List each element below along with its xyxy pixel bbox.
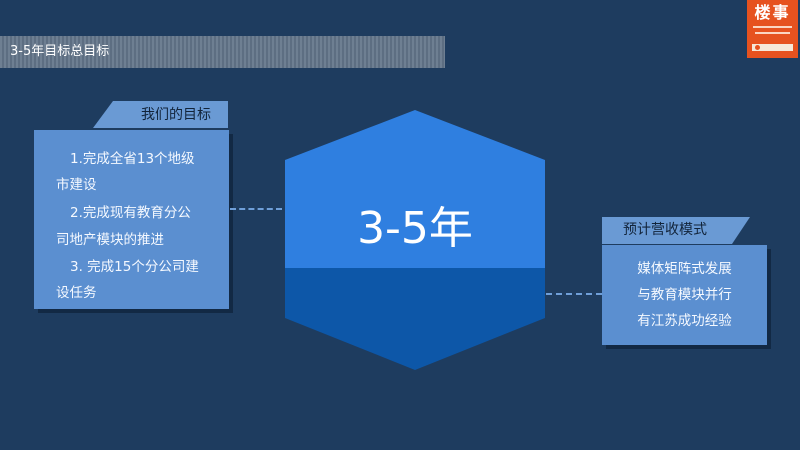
page-title: 3-5年目标总目标 (10, 44, 110, 59)
revenue-line: 媒体矩阵式发展 (637, 261, 732, 277)
logo-text: 楼事 (754, 3, 791, 22)
goal-line: 市建设 (56, 177, 97, 193)
revenue-line: 有江苏成功经验 (637, 313, 732, 329)
center-label: 3-5年 (357, 203, 473, 254)
left-connector (230, 208, 282, 210)
right-connector (546, 293, 602, 295)
goal-line: 3. 完成15个分公司建 (70, 259, 199, 275)
logo: 楼事 (747, 0, 798, 58)
logo-dot (755, 45, 760, 50)
logo-decoration (753, 26, 792, 28)
goals-tab-label: 我们的目标 (141, 107, 211, 123)
center-hexagon (285, 110, 545, 370)
goal-line: 1.完成全省13个地级 (70, 151, 195, 167)
hexagon-bottom-half (285, 268, 545, 370)
logo-decoration (755, 32, 790, 34)
header-bar (0, 36, 445, 68)
goal-line: 2.完成现有教育分公 (70, 205, 191, 221)
logo-bar (752, 44, 793, 51)
revenue-panel: 媒体矩阵式发展 与教育模块并行 有江苏成功经验 (602, 245, 767, 345)
goal-line: 司地产模块的推进 (56, 232, 164, 248)
revenue-tab-label: 预计营收模式 (623, 222, 707, 238)
goals-tab (93, 101, 228, 128)
goals-panel: 1.完成全省13个地级 市建设 2.完成现有教育分公 司地产模块的推进 3. 完… (34, 130, 229, 309)
revenue-line: 与教育模块并行 (637, 287, 732, 303)
goal-line: 设任务 (56, 285, 97, 301)
revenue-tab (602, 217, 750, 244)
